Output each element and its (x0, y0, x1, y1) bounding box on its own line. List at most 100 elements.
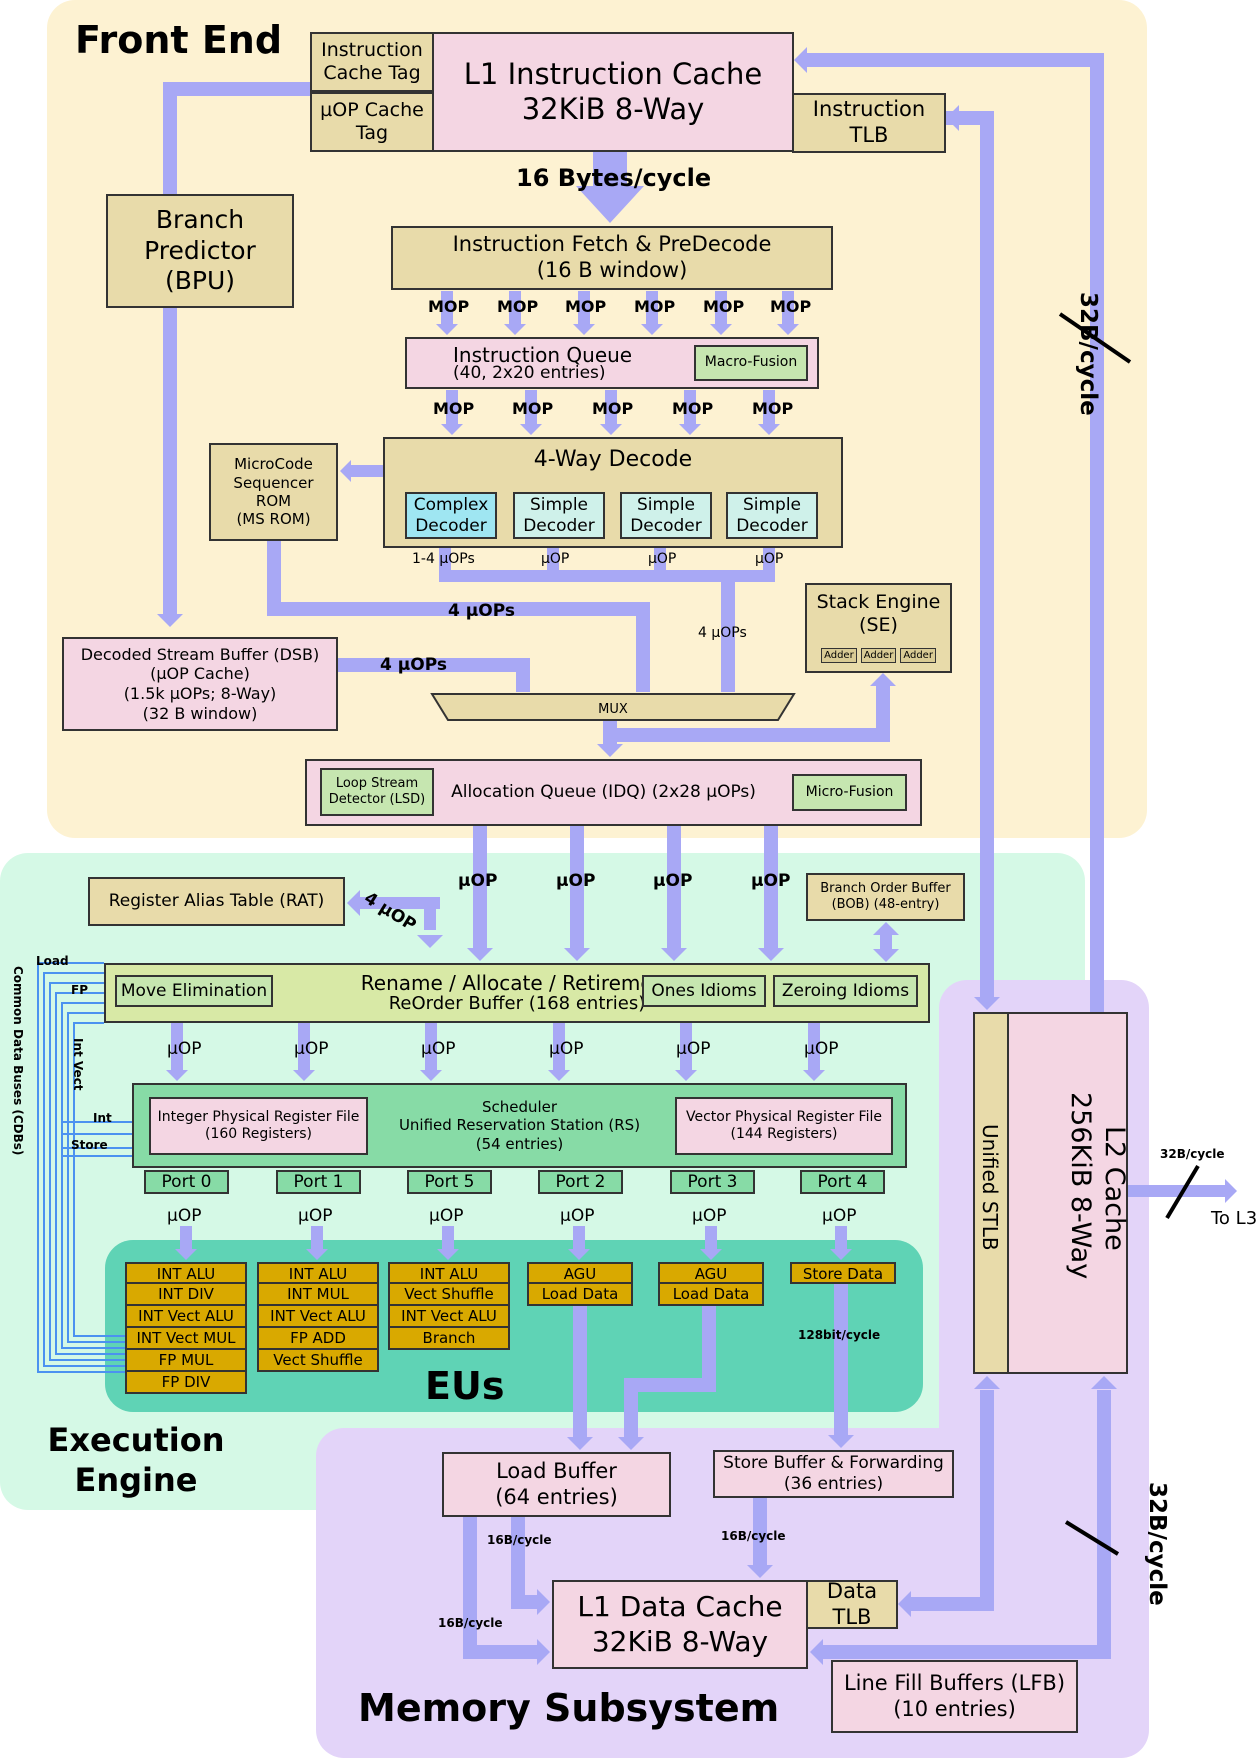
eu-load-data: Load Data (527, 1284, 633, 1306)
execution-engine-title-line2: Engine (74, 1461, 198, 1499)
eu-int-vect-alu: INT Vect ALU (257, 1306, 379, 1328)
port3-execution-units: AGU Load Data (658, 1262, 764, 1306)
vector-physical-register-file: Vector Physical Register File (144 Regis… (675, 1097, 893, 1155)
rob-uop-label: µOP (676, 1039, 711, 1059)
msrom-to-mux-line (267, 541, 650, 692)
mux-label: MUX (598, 702, 628, 717)
iq-to-decode-arrow-head (600, 424, 622, 435)
dsb-to-mux-line (338, 658, 530, 692)
eu-int-alu: INT ALU (125, 1262, 247, 1284)
iq-to-decode-arrow-head (520, 424, 542, 435)
ones-idioms: Ones Idioms (642, 975, 766, 1007)
port-uop-label: µOP (429, 1206, 464, 1226)
mop-label: MOP (433, 399, 475, 418)
instruction-cache-tag: Instruction Cache Tag (310, 32, 434, 92)
adder-unit: Adder (860, 648, 897, 664)
rob-uop-label: µOP (167, 1039, 202, 1059)
idq-to-rename-arrow-head (564, 948, 590, 961)
mop-label: MOP (672, 399, 714, 418)
common-data-bus-line (49, 982, 125, 1361)
memory-subsystem-title: Memory Subsystem (358, 1686, 780, 1730)
mop-label: MOP (592, 399, 634, 418)
complex-decoder: Complex Decoder (405, 492, 497, 539)
l2-l1d-head-up (1091, 1376, 1117, 1389)
bus-label-store: Store (71, 1138, 108, 1152)
eu-fp-add: FP ADD (257, 1328, 379, 1350)
port-to-eu-arrow-head (175, 1249, 197, 1260)
l2-ifetch-rate-label: 32B/cycle (1075, 292, 1101, 416)
eu-agu: AGU (527, 1262, 633, 1284)
decoder-output-label: 1-4 µOPs (412, 551, 475, 567)
simple-decoder-1: Simple Decoder (513, 492, 605, 539)
l1-instruction-cache: L1 Instruction Cache 32KiB 8-Way (432, 32, 794, 152)
adder-unit: Adder (900, 648, 936, 664)
load-rate-label-2: 16B/cycle (438, 1616, 503, 1630)
unified-stlb (973, 1012, 1009, 1374)
l2-dfetch-rate-label: 32B/cycle (1144, 1482, 1170, 1606)
mop-label: MOP (770, 297, 812, 316)
load-buffer-to-l1d-arrow-2-head (537, 1639, 550, 1665)
move-elimination: Move Elimination (115, 975, 273, 1007)
port-uop-label: µOP (298, 1206, 333, 1226)
l2-ifetch-slash (1058, 312, 1132, 364)
common-data-bus-line (73, 1022, 125, 1337)
load-buffer-to-l1d-arrow (511, 1517, 539, 1609)
idq-to-rename-arrow-head (758, 948, 784, 961)
decode-to-msrom-arrow-head (340, 460, 351, 482)
l3-rate-label: 32B/cycle (1160, 1147, 1225, 1161)
stlb-dtlb-head-up (974, 1376, 1000, 1389)
port2-to-load-buffer-arrow-head (567, 1437, 593, 1450)
loop-stream-detector: Loop Stream Detector (LSD) (320, 768, 434, 816)
instruction-fetch-predecode: Instruction Fetch & PreDecode (16 B wind… (391, 226, 833, 290)
branch-order-buffer: Branch Order Buffer (BOB) (48-entry) (806, 873, 965, 921)
bob-link-head-down (873, 949, 899, 962)
idq-uop-label: µOP (556, 871, 596, 891)
front-end-title: Front End (75, 18, 283, 62)
port2-execution-units: AGU Load Data (527, 1262, 633, 1306)
eu-branch: Branch (388, 1328, 510, 1350)
rename-to-scheduler-arrow-head (803, 1070, 825, 1081)
mop-label: MOP (512, 399, 554, 418)
eu-int-mul: INT MUL (257, 1284, 379, 1306)
eu-fp-div: FP DIV (125, 1372, 247, 1394)
store-data-to-store-buffer-arrow-head (828, 1435, 854, 1448)
load-buffer: Load Buffer (64 entries) (442, 1452, 671, 1517)
se-feedback-head (870, 673, 896, 686)
l1-data-cache: L1 Data Cache 32KiB 8-Way (552, 1580, 808, 1669)
eu-agu: AGU (658, 1262, 764, 1284)
fetch-to-iq-arrow-head (573, 324, 595, 335)
register-alias-table: Register Alias Table (RAT) (88, 877, 345, 926)
stlb-to-dtlb-arrow (909, 1390, 994, 1611)
idq-uop-label: µOP (458, 871, 498, 891)
eu-store-data: Store Data (790, 1262, 896, 1284)
store-data-rate-label: 128bit/cycle (798, 1328, 881, 1342)
itlb-stlb-head-left (946, 105, 959, 131)
eu-int-vect-alu: INT Vect ALU (125, 1306, 247, 1328)
port-to-eu-arrow-head (437, 1249, 459, 1260)
fetch-bus-arrow-head (576, 186, 644, 223)
l3-slash (1165, 1164, 1200, 1220)
l2-to-l1d-arrow-head (810, 1639, 823, 1665)
iq-to-decode-arrow-head (758, 424, 780, 435)
eu-int-vect-mul: INT Vect MUL (125, 1328, 247, 1350)
port1-execution-units: INT ALU INT MUL INT Vect ALU FP ADD Vect… (257, 1262, 379, 1372)
se-feedback-line (610, 686, 890, 742)
mop-label: MOP (634, 297, 676, 316)
decoder-output-label: µOP (541, 551, 570, 567)
port-uop-label: µOP (167, 1206, 202, 1226)
fetch-to-iq-arrow-head (710, 324, 732, 335)
common-data-bus-line (55, 992, 125, 1355)
macro-fusion: Macro-Fusion (694, 345, 808, 381)
port0-execution-units: INT ALU INT DIV INT Vect ALU INT Vect MU… (125, 1262, 247, 1394)
l2-to-l1i-arrow (805, 53, 1104, 1012)
eu-vect-shuffle: Vect Shuffle (257, 1350, 379, 1372)
rename-allocate-retirement: Rename / Allocate / Retirement ReOrder B… (104, 963, 930, 1023)
common-data-bus-line (61, 1002, 125, 1349)
fetch-rate-label: 16 Bytes/cycle (516, 164, 712, 192)
fetch-to-iq-arrow-head (504, 324, 526, 335)
l2-cache-label-line1: L2 Cache (1099, 1126, 1130, 1251)
line-fill-buffers: Line Fill Buffers (LFB) (10 entries) (831, 1660, 1078, 1733)
store-buffer-to-l1d-arrow-head (747, 1565, 773, 1578)
eu-load-data: Load Data (658, 1284, 764, 1306)
